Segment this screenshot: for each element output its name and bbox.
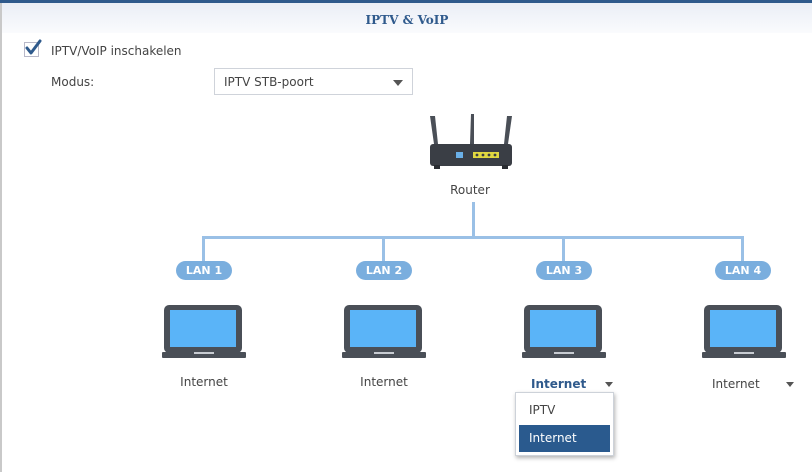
lan3-dropdown-menu: IPTV Internet [515,392,614,456]
laptop-icon [522,305,606,358]
dialog-title: IPTV & VoIP [365,13,449,27]
router-label: Router [450,183,490,197]
window-top-border [0,0,812,3]
lan1-assignment: Internet [180,375,228,389]
checkmark-icon [25,39,42,55]
lan2-badge: LAN 2 [356,261,412,280]
laptop-icon [162,305,246,358]
lan4-assignment-select[interactable]: Internet [712,377,798,393]
enable-iptv-label[interactable]: IPTV/VoIP inschakelen [51,44,182,58]
chevron-down-icon [393,80,403,86]
lan3-badge: LAN 3 [536,261,592,280]
mode-select[interactable]: IPTV STB-poort [214,68,413,95]
lan3-assignment-value: Internet [531,377,587,391]
connector-lan4 [741,236,744,262]
chevron-down-icon [605,382,613,387]
lan1-badge: LAN 1 [176,261,232,280]
dropdown-option-iptv[interactable]: IPTV [529,403,556,417]
mode-label: Modus: [51,75,95,89]
connector-lan1 [202,236,205,262]
connector-bus [202,236,744,239]
lan4-badge: LAN 4 [715,261,771,280]
connector-trunk [472,202,475,238]
router-icon [430,114,512,169]
window-left-edge [0,3,2,472]
lan3-assignment-select[interactable]: Internet [531,377,617,393]
laptop-icon [702,305,786,358]
lan2-assignment: Internet [360,375,408,389]
connector-lan3 [562,236,565,262]
connector-lan2 [382,236,385,262]
enable-iptv-checkbox[interactable] [24,39,42,57]
laptop-icon [342,305,426,358]
dialog-header: IPTV & VoIP [2,3,812,33]
chevron-down-icon [786,382,794,387]
lan4-assignment-value: Internet [712,377,760,391]
dropdown-option-internet[interactable]: Internet [519,425,610,452]
mode-select-value: IPTV STB-poort [224,75,314,89]
